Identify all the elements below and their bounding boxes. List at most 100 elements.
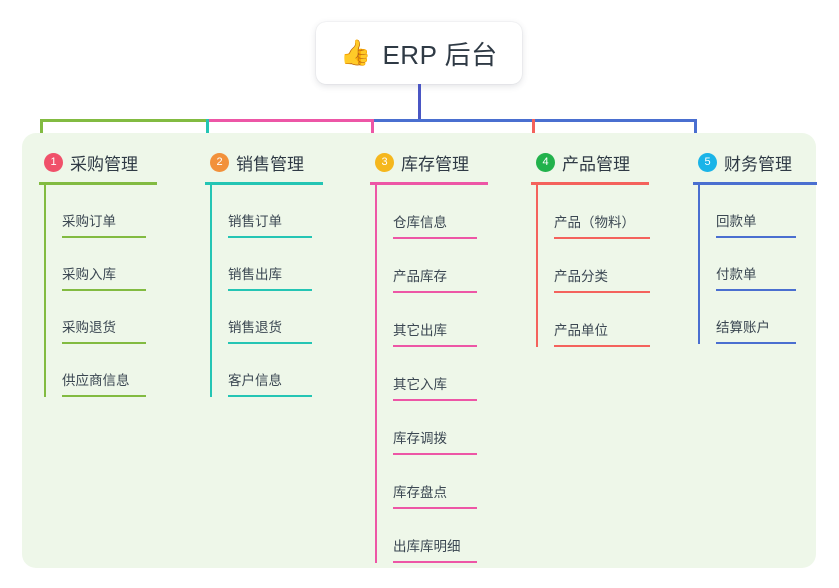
column-spine-3	[375, 185, 377, 563]
column-badge-3: 3	[375, 152, 394, 172]
leaf-node[interactable]: 产品（物料）	[536, 185, 665, 239]
column-body-2: 销售订单销售出库销售退货客户信息	[194, 185, 344, 397]
root-title: ERP 后台	[382, 39, 498, 70]
leaf-rule	[62, 289, 146, 291]
column-rule-1	[39, 182, 157, 185]
leaf-label: 供应商信息	[62, 373, 130, 388]
leaf-rule	[62, 342, 146, 344]
column-header-1[interactable]: 1 采购管理	[28, 148, 178, 176]
leaf-node[interactable]: 采购入库	[44, 238, 178, 291]
column-4: 4 产品管理产品（物料） 产品分类产品单位	[520, 148, 665, 347]
column-5: 5 财务管理回款单付款单结算账户	[682, 148, 817, 344]
leaf-label: 采购订单	[62, 214, 116, 229]
leaf-node[interactable]: 库存调拨	[375, 401, 514, 455]
leaf-rule	[228, 342, 312, 344]
leaf-label: 销售退货	[228, 320, 282, 335]
leaf-label: 回款单	[716, 214, 757, 229]
leaf-node[interactable]: 客户信息	[210, 344, 344, 397]
column-badge-4: 4	[536, 152, 555, 172]
column-badge-2: 2	[210, 152, 229, 172]
leaf-node[interactable]: 结算账户	[698, 291, 814, 344]
column-badge-1: 1	[44, 152, 63, 172]
leaf-label: 其它入库	[393, 377, 447, 392]
leaf-node[interactable]: 产品分类	[536, 239, 665, 293]
bus-segment-4	[532, 119, 697, 122]
leaf-label: 产品分类	[554, 269, 608, 284]
column-body-5: 回款单付款单结算账户	[682, 185, 814, 344]
leaf-label: 其它出库	[393, 323, 447, 338]
column-3: 3 库存管理仓库信息产品库存其它出库其它入库库存调拨库存盘点出库库明细	[359, 148, 514, 563]
leaf-label: 出库库明细	[393, 539, 461, 554]
column-title-2: 销售管理	[236, 154, 304, 174]
leaf-node[interactable]: 付款单	[698, 238, 814, 291]
leaf-rule	[554, 237, 650, 239]
column-spine-4	[536, 185, 538, 347]
leaf-rule	[393, 345, 477, 347]
column-header-5[interactable]: 5 财务管理	[682, 148, 814, 176]
leaf-rule	[716, 236, 796, 238]
leaf-rule	[228, 236, 312, 238]
leaf-rule	[393, 507, 477, 509]
leaf-label: 仓库信息	[393, 215, 447, 230]
leaf-node[interactable]: 销售出库	[210, 238, 344, 291]
leaf-node[interactable]: 采购订单	[44, 185, 178, 238]
leaf-rule	[393, 237, 477, 239]
leaf-node[interactable]: 库存盘点	[375, 455, 514, 509]
column-header-2[interactable]: 2 销售管理	[194, 148, 344, 176]
leaf-node[interactable]: 产品单位	[536, 293, 665, 347]
thumbs-up-icon: 👍	[340, 38, 372, 67]
column-badge-5: 5	[698, 152, 717, 172]
column-body-1: 采购订单采购入库采购退货供应商信息	[28, 185, 178, 397]
column-rule-5	[693, 182, 817, 185]
leaf-rule	[554, 345, 650, 347]
leaf-node[interactable]: 其它出库	[375, 293, 514, 347]
leaf-label: 采购入库	[62, 267, 116, 282]
column-spine-5	[698, 185, 700, 344]
column-title-5: 财务管理	[724, 154, 792, 174]
leaf-node[interactable]: 出库库明细	[375, 509, 514, 563]
leaf-rule	[716, 342, 796, 344]
leaf-rule	[228, 395, 312, 397]
leaf-label: 库存调拨	[393, 431, 447, 446]
column-1: 1 采购管理采购订单采购入库采购退货供应商信息	[28, 148, 178, 397]
column-body-4: 产品（物料） 产品分类产品单位	[520, 185, 665, 347]
leaf-rule	[393, 399, 477, 401]
leaf-rule	[393, 561, 477, 563]
leaf-label: 销售订单	[228, 214, 282, 229]
column-title-3: 库存管理	[401, 154, 469, 174]
leaf-rule	[554, 291, 650, 293]
leaf-rule	[716, 289, 796, 291]
leaf-node[interactable]: 其它入库	[375, 347, 514, 401]
leaf-node[interactable]: 回款单	[698, 185, 814, 238]
leaf-label: 销售出库	[228, 267, 282, 282]
column-title-1: 采购管理	[70, 154, 138, 174]
leaf-label: 采购退货	[62, 320, 116, 335]
leaf-node[interactable]: 销售退货	[210, 291, 344, 344]
column-body-3: 仓库信息产品库存其它出库其它入库库存调拨库存盘点出库库明细	[359, 185, 514, 563]
bus-segment-1	[40, 119, 209, 122]
leaf-rule	[62, 395, 146, 397]
leaf-label: 结算账户	[716, 320, 770, 335]
leaf-node[interactable]: 产品库存	[375, 239, 514, 293]
leaf-rule	[62, 236, 146, 238]
trunk-stem-connector	[418, 84, 421, 119]
leaf-node[interactable]: 供应商信息	[44, 344, 178, 397]
leaf-rule	[393, 453, 477, 455]
leaf-node[interactable]: 销售订单	[210, 185, 344, 238]
root-node-card[interactable]: 👍 ERP 后台	[316, 22, 522, 84]
column-rule-2	[205, 182, 323, 185]
column-spine-2	[210, 185, 212, 397]
leaf-node[interactable]: 采购退货	[44, 291, 178, 344]
column-header-3[interactable]: 3 库存管理	[359, 148, 514, 176]
leaf-rule	[228, 289, 312, 291]
column-header-4[interactable]: 4 产品管理	[520, 148, 665, 176]
leaf-label: 产品单位	[554, 323, 608, 338]
column-2: 2 销售管理销售订单销售出库销售退货客户信息	[194, 148, 344, 397]
leaf-node[interactable]: 仓库信息	[375, 185, 514, 239]
bus-segment-3	[371, 119, 535, 122]
leaf-rule	[393, 291, 477, 293]
bus-segment-2	[206, 119, 374, 122]
leaf-label: 库存盘点	[393, 485, 447, 500]
column-title-4: 产品管理	[562, 154, 630, 174]
leaf-label: 客户信息	[228, 373, 282, 388]
